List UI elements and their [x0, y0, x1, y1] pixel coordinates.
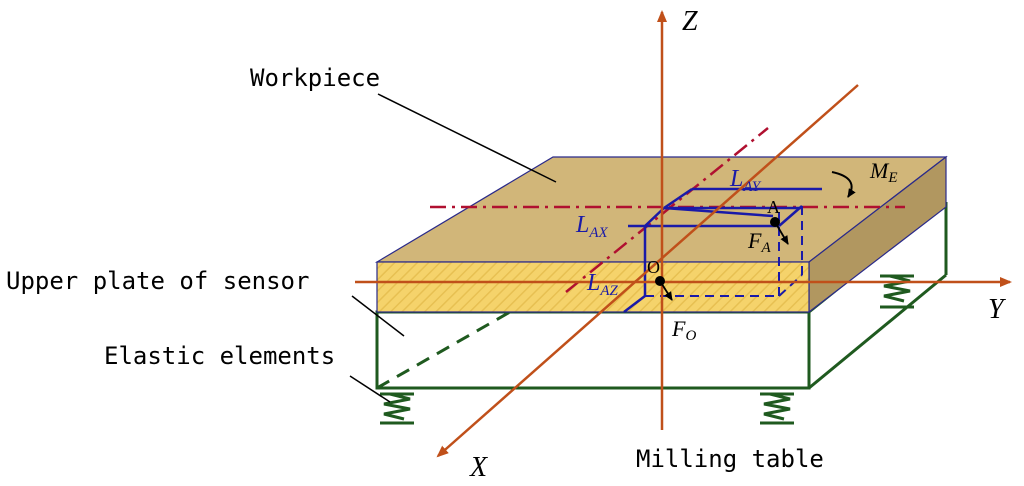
coordinate-axes [355, 10, 1012, 458]
force-fo-arrow [659, 280, 673, 301]
label-laz: LAZ [586, 270, 619, 299]
label-fa: FA [747, 228, 771, 256]
label-lax: LAX [575, 212, 609, 241]
label-me: ME [869, 158, 898, 186]
axis-label-x: X [469, 452, 488, 483]
label-lay: LAY [729, 166, 762, 195]
centerlines [430, 127, 905, 293]
label-elastic-elements: Elastic elements [104, 342, 335, 370]
axis-label-z: Z [682, 6, 698, 37]
leader-lines [349, 93, 557, 403]
force-fa-arrow [774, 221, 789, 245]
spring-left [380, 392, 414, 425]
label-point-a: A [767, 197, 780, 217]
spring-center [760, 392, 794, 425]
label-workpiece: Workpiece [250, 64, 380, 92]
label-upper-plate: Upper plate of sensor [6, 267, 309, 295]
spring-right [880, 274, 914, 309]
axis-x [436, 84, 859, 458]
label-milling-table: Milling table [636, 445, 824, 473]
axis-label-y: Y [988, 294, 1007, 325]
moment-me-arrow [831, 171, 856, 198]
label-fo: FO [671, 316, 696, 344]
label-point-o: O [647, 257, 660, 277]
